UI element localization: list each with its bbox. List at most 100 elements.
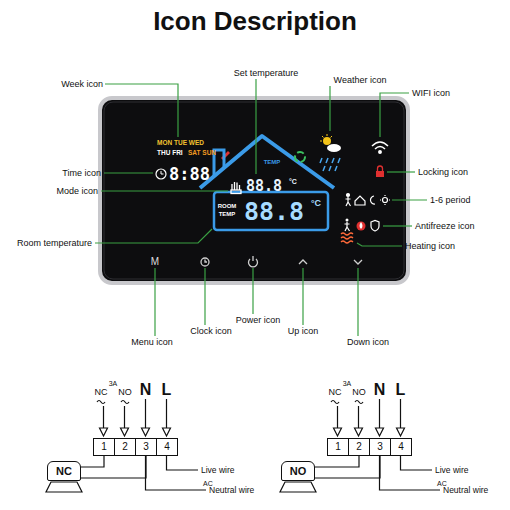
terminal-cell: 1	[93, 438, 115, 456]
lock-symbol	[378, 166, 383, 171]
callout-label: Up icon	[288, 327, 319, 336]
terminal-tag: NC	[95, 388, 108, 397]
wifi-symbol	[375, 147, 385, 150]
title: Icon Description	[153, 8, 357, 34]
screen-tag-box: TEMP	[219, 211, 236, 217]
callout-label-box: Down icon	[347, 338, 389, 347]
leader-lines	[357, 243, 402, 246]
wire-connector	[81, 456, 146, 478]
period-icons	[346, 194, 391, 207]
button-symbols	[299, 260, 307, 264]
wiring-schematic	[163, 428, 171, 436]
valve-box-text: NO	[290, 466, 307, 477]
wire-label-box: Neutral wire	[443, 486, 488, 495]
wire-label: Neutral wire	[443, 486, 488, 495]
callout-label: Room temperature	[17, 239, 92, 248]
wire-connector	[81, 456, 104, 467]
thermostat-body	[100, 98, 408, 283]
terminal-tag: L	[396, 382, 406, 398]
terminal-cell-text: 1	[101, 442, 107, 452]
recycle-icon	[295, 152, 305, 162]
set-temp-digits: 88.8	[246, 179, 282, 194]
callout-label-box: Time icon	[62, 169, 101, 178]
leader-lines	[101, 190, 228, 191]
terminal-cell-text: 3	[377, 442, 383, 452]
wire-label: Neutral wire	[209, 486, 254, 495]
recycle-icon	[295, 152, 305, 162]
weekday-text: THU FRI	[157, 150, 183, 157]
terminal-tag: NO	[352, 388, 366, 397]
valve-box: NO	[281, 461, 315, 481]
screen-tag-box: ROOM	[218, 203, 237, 209]
terminal-cell-text: 1	[335, 442, 341, 452]
wifi-symbol	[372, 142, 388, 153]
set-temp-digits-box: 88.8	[246, 179, 282, 194]
leader-lines	[95, 229, 212, 243]
leader-lines	[329, 86, 330, 131]
callout-label-box: Clock icon	[190, 327, 232, 336]
unit-text-box: °C	[289, 178, 297, 185]
weather-symbol	[320, 158, 340, 171]
terminal-tag: L	[162, 382, 172, 398]
terminal-cell: 4	[156, 438, 178, 456]
clock-symbol	[156, 169, 166, 179]
button-letter: M	[151, 257, 159, 267]
leader-lines	[357, 268, 358, 336]
terminal-tag: N	[374, 382, 386, 398]
rating-text: 3A	[343, 380, 352, 387]
terminal-tag-box: NO	[352, 388, 366, 397]
period-icons	[355, 196, 365, 205]
wiring-schematic	[142, 428, 150, 436]
antifreeze-icons	[357, 222, 366, 231]
leader-lines	[387, 171, 415, 172]
wire-connector	[315, 456, 380, 478]
wire-label: Live wire	[201, 466, 235, 475]
button-symbols	[201, 258, 209, 266]
terminal-cell: 3	[369, 438, 391, 456]
terminal-cell-text: 4	[398, 442, 404, 452]
clock-symbol	[156, 169, 166, 179]
callout-label: Power icon	[236, 316, 281, 325]
period-icons	[380, 195, 390, 205]
leader-lines	[105, 84, 178, 137]
callout-label: Weather icon	[334, 76, 387, 85]
time-digits: 8:88	[169, 166, 210, 183]
callout-label: WIFI icon	[412, 89, 450, 98]
thermostat-body	[100, 98, 408, 283]
leader-lines	[204, 268, 205, 325]
leader-lines	[302, 268, 303, 325]
callout-label: Locking icon	[418, 168, 468, 177]
terminal-cell-text: 3	[143, 442, 149, 452]
callout-label: Set temperature	[234, 69, 299, 78]
weekday-text: SAT SUN	[188, 150, 216, 157]
screen-tag-box: TEMP	[264, 159, 281, 165]
callout-label: Mode icon	[56, 187, 98, 196]
callout-label-box: WIFI icon	[412, 89, 450, 98]
wiring-schematic	[100, 428, 108, 436]
antifreeze-icons	[360, 222, 363, 229]
leader-lines	[380, 93, 409, 137]
wire-connector	[315, 456, 359, 467]
weather-symbol	[323, 137, 331, 145]
wiring-schematic	[121, 401, 129, 404]
leader-lines	[392, 199, 427, 200]
callout-label-box: Antifreeze icon	[415, 222, 475, 231]
wiring-schematic	[167, 456, 199, 470]
terminal-cell: 3	[135, 438, 157, 456]
house-outline	[200, 136, 334, 230]
antifreeze-icons	[345, 219, 380, 232]
heating-symbol	[341, 241, 353, 243]
weekday-text-box: THU FRI	[157, 150, 183, 157]
weekday-text-box: SAT SUN	[188, 150, 216, 157]
terminal-tag-box: L	[396, 382, 406, 398]
antifreeze-icons	[371, 221, 379, 232]
callout-label: 1-6 period	[430, 196, 471, 205]
callout-label: Antifreeze icon	[415, 222, 475, 231]
button-symbols	[201, 256, 362, 267]
terminal-tag-box: N	[374, 382, 386, 398]
mode-hand-icon	[231, 182, 241, 194]
rating-text: 3A	[109, 380, 118, 387]
callout-label-box: Locking icon	[418, 168, 468, 177]
